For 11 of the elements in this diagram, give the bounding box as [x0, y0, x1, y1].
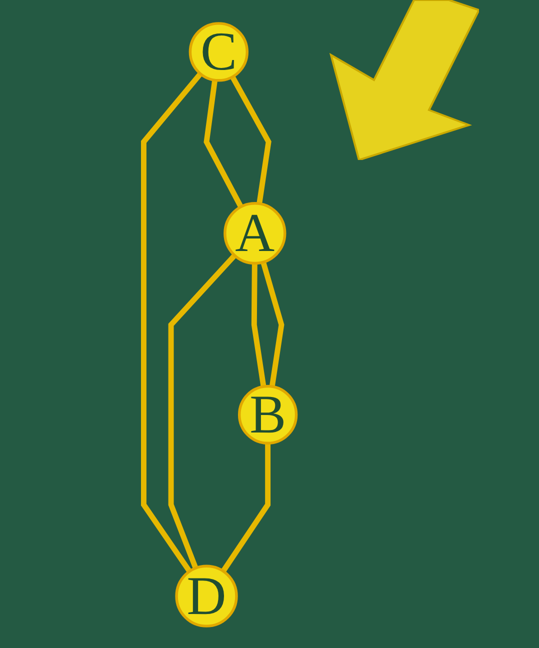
node-circle: C — [188, 22, 249, 82]
connector — [220, 443, 271, 573]
connector — [140, 72, 203, 573]
connector — [260, 261, 284, 387]
connector — [168, 254, 237, 570]
connector — [230, 75, 272, 204]
connector — [251, 263, 266, 387]
connector — [204, 80, 244, 208]
node-circle: B — [238, 384, 298, 445]
node-circle: D — [175, 564, 238, 628]
node-circle: A — [224, 202, 286, 265]
